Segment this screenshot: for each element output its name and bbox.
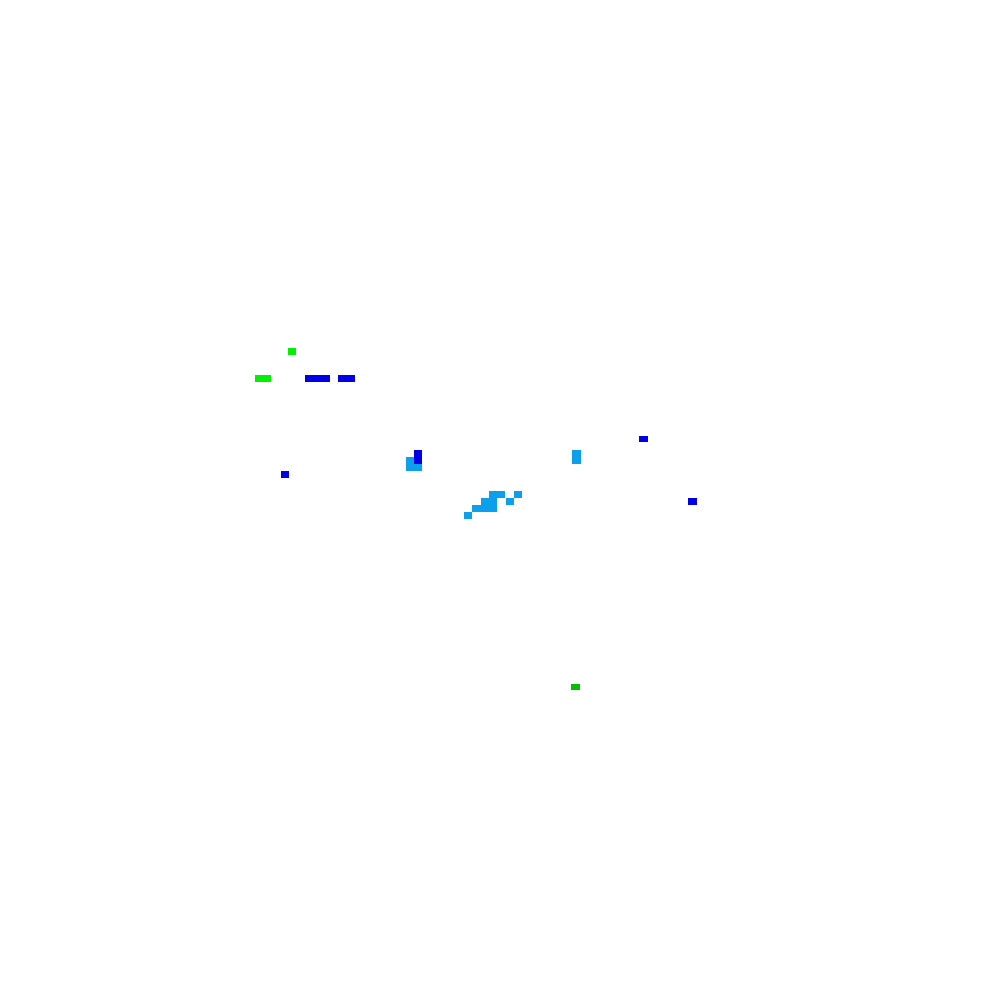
green-pixel-mark [288, 348, 296, 355]
blue-pixel-mark [639, 436, 648, 442]
light-blue-pixel-mark [514, 491, 522, 498]
blue-pixel-mark [688, 498, 697, 505]
light-blue-pixel-mark [481, 498, 497, 505]
green-pixel-mark [255, 375, 271, 382]
blue-pixel-mark [414, 450, 422, 464]
green-pixel-mark [571, 684, 580, 690]
light-blue-pixel-mark [472, 505, 497, 512]
blue-pixel-mark [281, 471, 289, 478]
blue-pixel-mark [305, 375, 330, 382]
light-blue-pixel-mark [506, 498, 514, 505]
light-blue-pixel-mark [489, 491, 505, 498]
blue-pixel-mark [338, 375, 355, 382]
light-blue-pixel-mark [572, 450, 581, 464]
light-blue-pixel-mark [464, 512, 472, 519]
